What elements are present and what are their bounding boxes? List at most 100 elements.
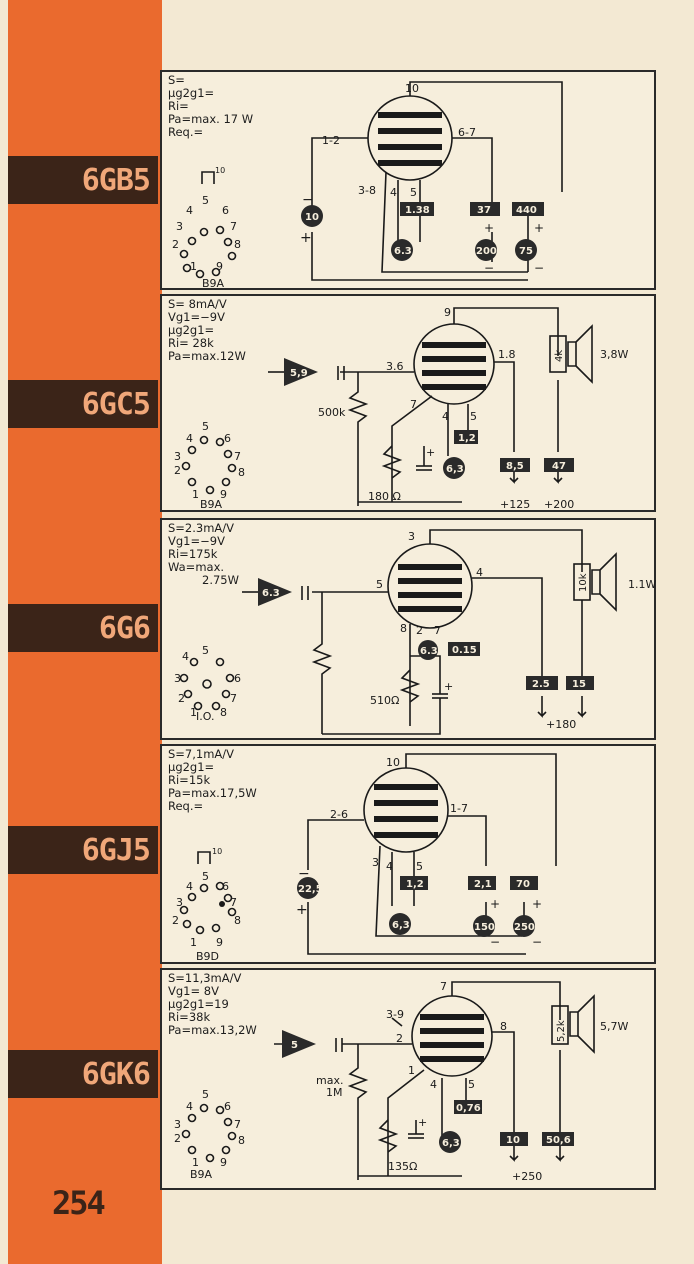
pin-label: 1 [190, 260, 197, 273]
spec-line: S= 8mA/V [168, 297, 227, 311]
pin-label: 7 [230, 692, 237, 705]
spec-line: S=11,3mA/V [168, 971, 242, 985]
spec-list: S= μg2g1= Ri= Pa=max. 17 W Req.= [168, 74, 253, 139]
polarity-sign: + [484, 221, 494, 235]
pin-label: 6 [234, 672, 241, 685]
electrode-label: 5 [410, 186, 417, 199]
base-label: I.O. [196, 710, 214, 723]
polarity-sign: + [532, 897, 542, 911]
heater-current: 1,2 [458, 433, 476, 444]
heater-voltage: 6.3 [420, 646, 438, 657]
spec-list: S= 8mA/V Vg1=−9V μg2g1= Ri= 28k Pa=max.1… [168, 298, 246, 363]
panel-6gj5: S=7,1mA/V μg2g1= Ri=15k Pa=max.17,5W Req… [160, 744, 656, 964]
load-resistor: 5,2k [556, 1020, 567, 1042]
pin-label: 2 [178, 692, 185, 705]
spec-line: Req.= [168, 799, 204, 813]
electrode-label: 3.6 [386, 360, 404, 373]
spec-line: Pa=max.13,2W [168, 1023, 257, 1037]
screen-current: 2,1 [474, 879, 492, 890]
pin-label: 7 [230, 220, 237, 233]
pin-label: 2 [172, 914, 179, 927]
electrode-label: 5 [470, 410, 477, 423]
page-number: 254 [52, 1184, 106, 1222]
tube-tag-6gj5: 6GJ5 [8, 826, 158, 874]
anode-current: 15 [572, 679, 586, 690]
pin-label: 1 [192, 1156, 199, 1169]
spec-line: Vg1=−9V [168, 310, 225, 324]
electrode-label: 4 [430, 1078, 437, 1091]
input-voltage: 6.3 [262, 588, 280, 599]
spec-line: Vg1= 8V [168, 984, 219, 998]
spec-line: Wa=max. [168, 560, 225, 574]
spec-line: Vg1=−9V [168, 534, 225, 548]
pin-label: 6 [222, 880, 229, 893]
screen-supply: +125 [500, 498, 530, 511]
spec-line: S=7,1mA/V [168, 747, 235, 761]
pin-label: 3 [176, 896, 183, 909]
pin-label: 10 [215, 166, 225, 175]
pin-label: 5 [202, 194, 209, 207]
electrode-label: 4 [476, 566, 483, 579]
panel-6gk6: S=11,3mA/V Vg1= 8V μg2g1=19 Ri=38k Pa=ma… [160, 968, 656, 1190]
electrode-label: 5 [416, 860, 423, 873]
anode-current: 50,6 [546, 1135, 571, 1146]
bias-voltage: 22,5 [298, 884, 323, 895]
pin-label: 3 [174, 672, 181, 685]
base-label: B9A [190, 1168, 213, 1181]
pin-label: 8 [234, 238, 241, 251]
anode-voltage: 75 [519, 246, 533, 257]
electrode-label: 6-7 [458, 126, 476, 139]
pin-label: 8 [220, 706, 227, 719]
screen-current: 2.5 [532, 679, 550, 690]
load-resistor: 4k [554, 350, 565, 362]
electrode-label: 1-7 [450, 802, 468, 815]
electrode-label: 1.8 [498, 348, 516, 361]
polarity-sign: − [484, 261, 494, 275]
pin-label: 1 [190, 706, 197, 719]
spec-line: μg2g1= [168, 86, 215, 100]
electrode-label: 3 [372, 856, 379, 869]
electrode-label: 5 [376, 578, 383, 591]
spec-line: Req.= [168, 125, 204, 139]
electrode-label: 9 [444, 306, 451, 319]
polarity-sign: + [426, 446, 435, 459]
pin-label: 3 [176, 220, 183, 233]
polarity-sign: − [532, 935, 542, 949]
bias-voltage: 10 [305, 212, 319, 223]
pin-label: 8 [234, 914, 241, 927]
pin-label: 5 [202, 1088, 209, 1101]
cathode-resistor: 180 Ω [368, 490, 401, 503]
spec-line: μg2g1= [168, 323, 215, 337]
heater-voltage: 6,3 [392, 920, 410, 931]
electrode-label: 8 [400, 622, 407, 635]
polarity-sign: + [444, 680, 453, 693]
electrode-label: 10 [405, 82, 419, 95]
pin-label: 4 [186, 880, 193, 893]
tube-tag-6gb5: 6GB5 [8, 156, 158, 204]
heater-voltage: 6,3 [446, 464, 464, 475]
spec-list: S=2.3mA/V Vg1=−9V Ri=175k Wa=max. 2.75W [168, 522, 239, 587]
pin-label: 4 [182, 650, 189, 663]
electrode-label: 4 [390, 186, 397, 199]
spec-line: Ri= 28k [168, 336, 214, 350]
schematic-6g6: I.O. 5 4 3 6 2 7 1 8 3 5 4 8 2 7 510Ω +1… [174, 529, 656, 735]
anode-current: 440 [516, 205, 537, 216]
electrode-label: 8 [500, 1020, 507, 1033]
supply-voltage: +180 [546, 718, 576, 731]
anode-current: 70 [516, 879, 530, 890]
electrode-label: 1-2 [322, 134, 340, 147]
pin-label: 9 [220, 1156, 227, 1169]
base-label: B9D [196, 950, 219, 963]
input-voltage: 5 [291, 1040, 298, 1051]
spec-line: Ri=38k [168, 1010, 211, 1024]
pin-label: 2 [174, 464, 181, 477]
heater-voltage: 6,3 [442, 1138, 460, 1149]
supply-voltage: +250 [512, 1170, 542, 1183]
cathode-resistor: 510Ω [370, 694, 399, 707]
anode-voltage: 250 [514, 922, 535, 933]
spec-line: Pa=max.12W [168, 349, 246, 363]
screen-current: 8,5 [506, 461, 524, 472]
spec-line: 2.75W [202, 573, 239, 587]
electrode-label: 7 [434, 624, 441, 637]
spec-line: μg2g1=19 [168, 997, 229, 1011]
